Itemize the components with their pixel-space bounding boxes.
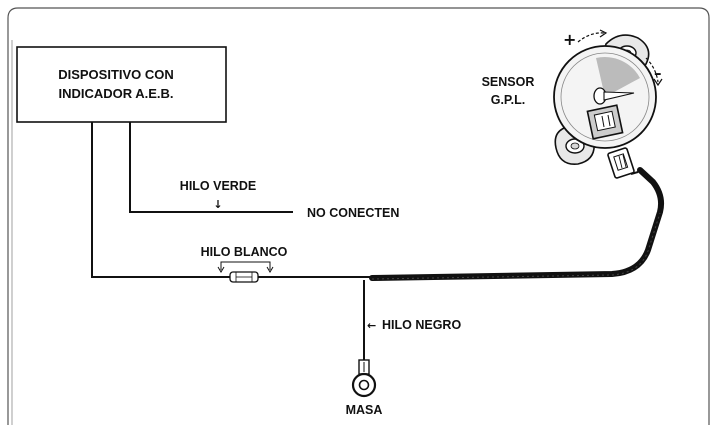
sensor-rotation-arrow-plus [577,32,605,43]
sensor-icon: SENSOR G.P.L. + [482,29,663,179]
cable-harness [369,167,665,281]
black-wire: ← HILO NEGRO [363,280,461,372]
fuse-icon [229,271,259,283]
device-box: DISPOSITIVO CON INDICADOR A.E.B. [16,46,227,123]
green-wire: HILO VERDE ↓ NO CONECTEN [129,122,399,220]
green-wire-label: HILO VERDE [180,179,256,193]
sensor-connector [586,104,624,140]
sensor-rotation-arrow-minus [645,57,659,83]
device-label-line2: INDICADOR A.E.B. [58,86,173,101]
ground-label: MASA [346,403,383,417]
sensor-pointer [603,91,635,101]
cable-harness-inner [371,212,661,280]
white-wire-bracket [220,261,271,270]
outer-frame [7,7,710,425]
sensor-plus-sign: + [563,30,576,49]
sensor-label-line1: SENSOR [482,75,535,89]
ground-terminal-icon: MASA [346,359,383,417]
white-wire-label: HILO BLANCO [201,245,288,259]
black-wire-label: HILO NEGRO [382,318,461,332]
sensor-minus-sign: – [654,64,662,82]
no-connect-label: NO CONECTEN [307,206,399,220]
green-wire-arrow: ↓ [213,198,222,211]
white-wire: HILO BLANCO [91,122,375,283]
device-label-line1: DISPOSITIVO CON [58,67,174,82]
harness-plug [607,147,639,179]
black-wire-arrow: ← [367,319,376,332]
sensor-label-line2: G.P.L. [491,93,526,107]
